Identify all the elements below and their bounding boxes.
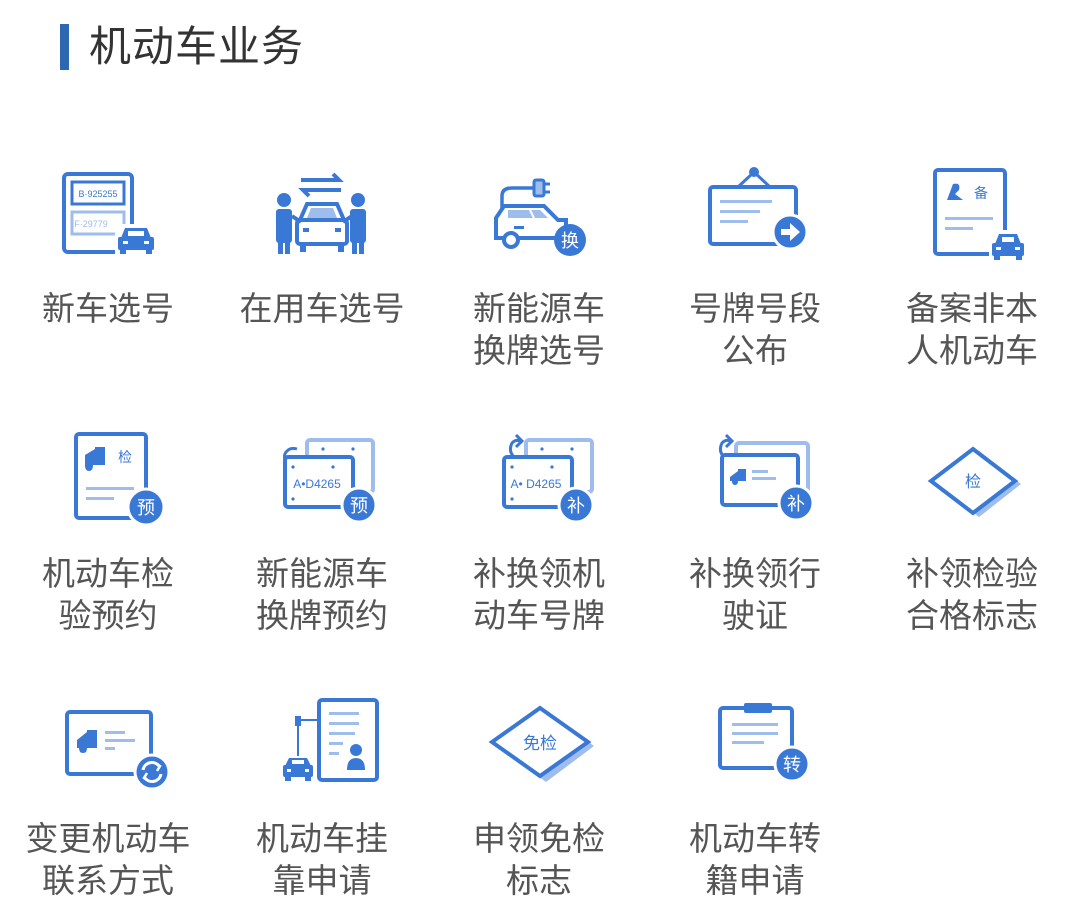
svg-text:补: 补 [787,494,805,515]
plate-swap-appointment-icon: A•D4265 预 [267,425,378,535]
service-replace-driving-license[interactable]: 补 补换领行 驶证 [647,425,863,637]
svg-text:预: 预 [350,496,368,517]
exemption-mark-icon: 免检 [484,690,594,800]
service-label: 机动车转 籍申请 [689,819,821,900]
service-label: 机动车挂 靠申请 [256,819,388,900]
service-label: 在用车选号 [239,289,405,328]
service-label: 补换领行 驶证 [689,554,821,635]
svg-text:A• D4265: A• D4265 [511,477,562,491]
service-label: 补换领机 动车号牌 [473,554,605,635]
service-label: 号牌号段 公布 [689,289,821,370]
license-replace-icon: 补 [700,425,815,535]
service-label: 新车选号 [42,289,174,328]
svg-text:A•D4265: A•D4265 [293,477,341,491]
service-label: 新能源车 换牌预约 [256,554,388,635]
service-vehicle-transfer-application[interactable]: 转 机动车转 籍申请 [647,690,863,902]
service-plate-segment-announcement[interactable]: 号牌号段 公布 [647,160,863,372]
service-label: 补领检验 合格标志 [906,554,1038,635]
license-plate-new-car-icon: B·925255 F·29779 [53,160,163,270]
car-transfer-people-icon [267,160,377,270]
notice-board-arrow-icon [700,160,810,270]
service-ev-plate-swap-appointment[interactable]: A•D4265 预 新能源车 换牌预约 [214,425,430,637]
service-vehicle-affiliation-application[interactable]: 机动车挂 靠申请 [214,690,430,902]
section-title: 机动车业务 [89,22,305,71]
service-replace-vehicle-plate[interactable]: A• D4265 补 补换领机 动车号牌 [431,425,647,637]
svg-text:免检: 免检 [523,734,557,754]
inspection-appointment-icon: 检 预 [53,425,166,535]
service-label: 备案非本 人机动车 [906,289,1038,370]
vehicle-transfer-icon: 转 [700,690,811,800]
inspection-mark-icon: 检 [917,425,1027,535]
contact-change-icon [53,690,171,800]
service-label: 机动车检 验预约 [42,554,174,635]
service-used-car-plate-selection[interactable]: 在用车选号 [214,160,430,330]
svg-text:转: 转 [783,755,801,776]
service-label: 变更机动车 联系方式 [25,819,191,900]
section-accent-bar [60,24,69,70]
svg-text:换: 换 [561,231,579,252]
service-ev-plate-swap-selection[interactable]: 换 新能源车 换牌选号 [431,160,647,372]
svg-text:检: 检 [118,450,132,466]
record-document-car-icon: 备 [917,160,1027,270]
service-label: 新能源车 换牌选号 [473,289,605,370]
svg-text:检: 检 [965,472,981,491]
electric-car-swap-icon: 换 [484,160,594,270]
plate-replace-icon: A• D4265 补 [484,425,595,535]
service-reissue-inspection-mark[interactable]: 检 补领检验 合格标志 [864,425,1078,637]
section-header: 机动车业务 [60,22,304,72]
service-new-car-plate-selection[interactable]: B·925255 F·29779 新车选号 [0,160,216,330]
service-label: 申领免检 标志 [473,819,605,900]
svg-text:F·29779: F·29779 [74,219,108,229]
vehicle-affiliation-icon [267,690,379,800]
service-apply-exemption-mark[interactable]: 免检 申领免检 标志 [431,690,647,902]
service-change-contact-info[interactable]: 变更机动车 联系方式 [0,690,216,902]
svg-text:备: 备 [974,185,988,202]
svg-text:B·925255: B·925255 [78,189,117,199]
service-inspection-appointment[interactable]: 检 预 机动车检 验预约 [0,425,216,637]
svg-text:预: 预 [137,498,155,519]
service-record-non-owner-vehicle[interactable]: 备 备案非本 人机动车 [864,160,1078,372]
svg-text:补: 补 [567,496,585,517]
